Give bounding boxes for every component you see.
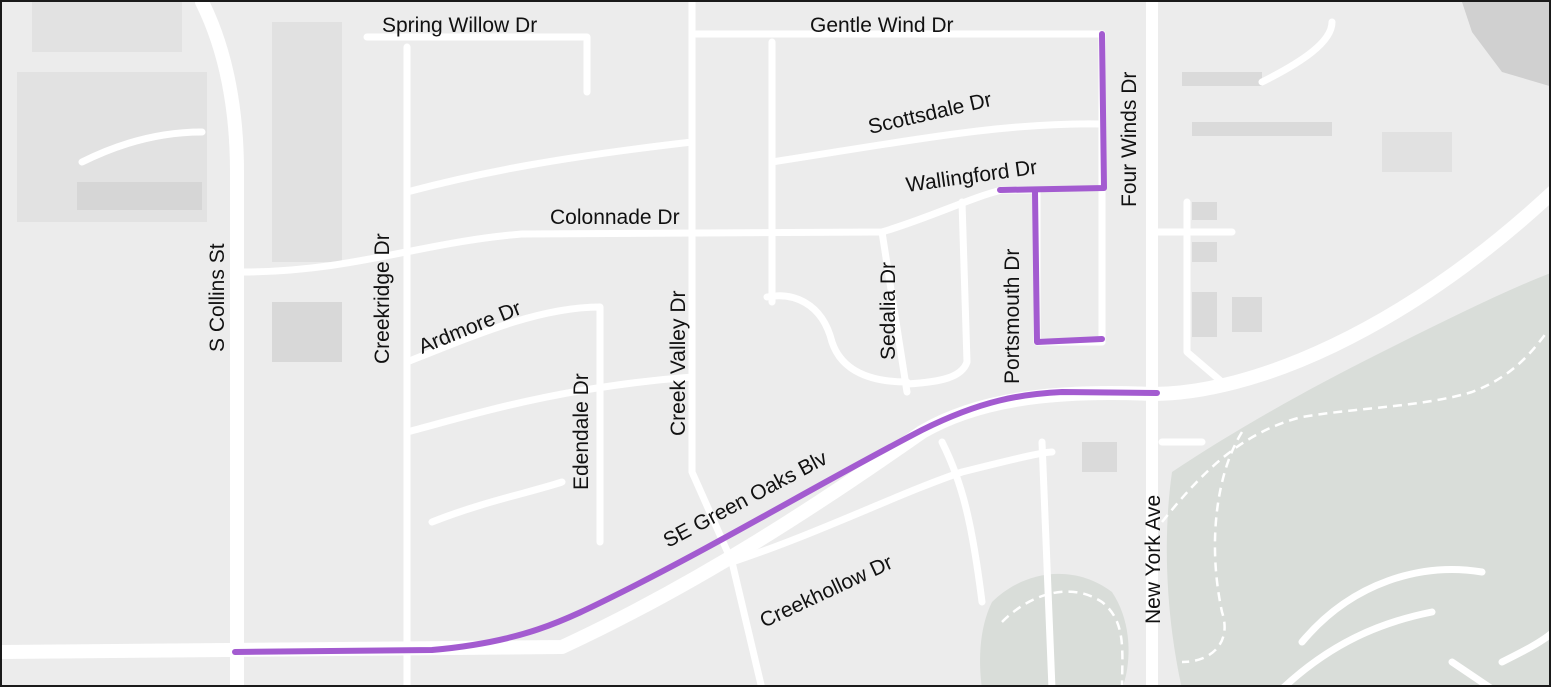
label-four-winds: Four Winds Dr xyxy=(1118,72,1141,207)
road-local xyxy=(938,438,986,606)
road-local xyxy=(903,198,971,388)
road-local xyxy=(428,478,566,526)
road-local xyxy=(1183,198,1226,386)
road-local xyxy=(403,138,696,196)
road-local xyxy=(1038,438,1056,685)
commercial-area xyxy=(1462,2,1549,86)
road-creek-valley xyxy=(688,2,765,685)
label-colonnade: Colonnade Dr xyxy=(550,206,680,229)
park-area xyxy=(1166,273,1549,685)
label-edendale: Edendale Dr xyxy=(570,373,593,490)
label-s-collins: S Collins St xyxy=(206,243,229,352)
route-layer xyxy=(232,31,1160,655)
trail-path xyxy=(1181,431,1244,664)
trail-path xyxy=(1161,331,1548,523)
industrial-building xyxy=(77,182,202,210)
road-creekhollow xyxy=(728,448,1056,566)
road-local xyxy=(78,128,206,166)
park-area xyxy=(980,573,1129,685)
route-green-oaks xyxy=(232,389,1160,655)
label-new-york: New York Ave xyxy=(1142,495,1165,624)
label-creek-valley: Creek Valley Dr xyxy=(667,291,690,436)
road-local xyxy=(1298,566,1486,646)
label-gentle-wind: Gentle Wind Dr xyxy=(810,14,954,37)
label-creekridge: Creekridge Dr xyxy=(371,233,394,364)
road-local xyxy=(763,292,911,386)
road-local xyxy=(1448,658,1493,685)
road-local xyxy=(1281,608,1436,685)
building-layer xyxy=(272,22,1452,472)
label-portsmouth: Portsmouth Dr xyxy=(1001,249,1024,384)
road-sedalia xyxy=(878,228,911,396)
route-portsmouth xyxy=(1032,189,1105,345)
road-local xyxy=(1498,630,1549,666)
road-spring-willow xyxy=(363,33,591,96)
label-spring-willow: Spring Willow Dr xyxy=(382,14,537,37)
road-ardmore xyxy=(403,303,604,546)
road-scottsdale xyxy=(768,120,1106,166)
road-local xyxy=(1258,18,1336,86)
trail-layer xyxy=(1001,331,1548,685)
label-sedalia: Sedalia Dr xyxy=(877,262,900,360)
road-local xyxy=(403,373,696,436)
commercial-area xyxy=(32,2,182,52)
road-s-collins xyxy=(195,2,244,685)
trail-path xyxy=(1001,590,1124,685)
